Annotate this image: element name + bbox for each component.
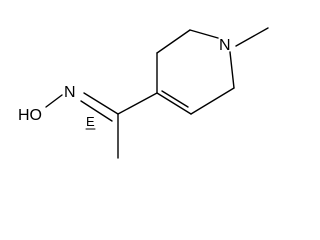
atom-label-ring-nitrogen: N (219, 37, 231, 54)
bond-n-oxime-o (45, 94, 63, 108)
stereo-descriptor-label: E (86, 114, 95, 129)
bond-c5-c6 (156, 29, 191, 54)
atom-label-hydroxyl: HO (18, 107, 42, 124)
bond-c3-c4 (156, 92, 192, 115)
bond-n1-c2 (229, 51, 235, 89)
bond-c4-c-exo (117, 92, 158, 115)
bond-c2-c3 (190, 87, 235, 115)
bond-c3-c4-double-inner (161, 90, 189, 108)
bond-c-exo-n-oxime (83, 92, 119, 115)
molecule-diagram: N N HO E (18, 27, 269, 159)
bond-c6-n1 (189, 29, 219, 39)
bond-c-exo-n-oxime-double (80, 100, 113, 122)
bond-n1-methyl (235, 27, 269, 47)
structure-drawing: N N HO E (18, 27, 269, 159)
atom-label-oxime-nitrogen: N (64, 84, 76, 101)
